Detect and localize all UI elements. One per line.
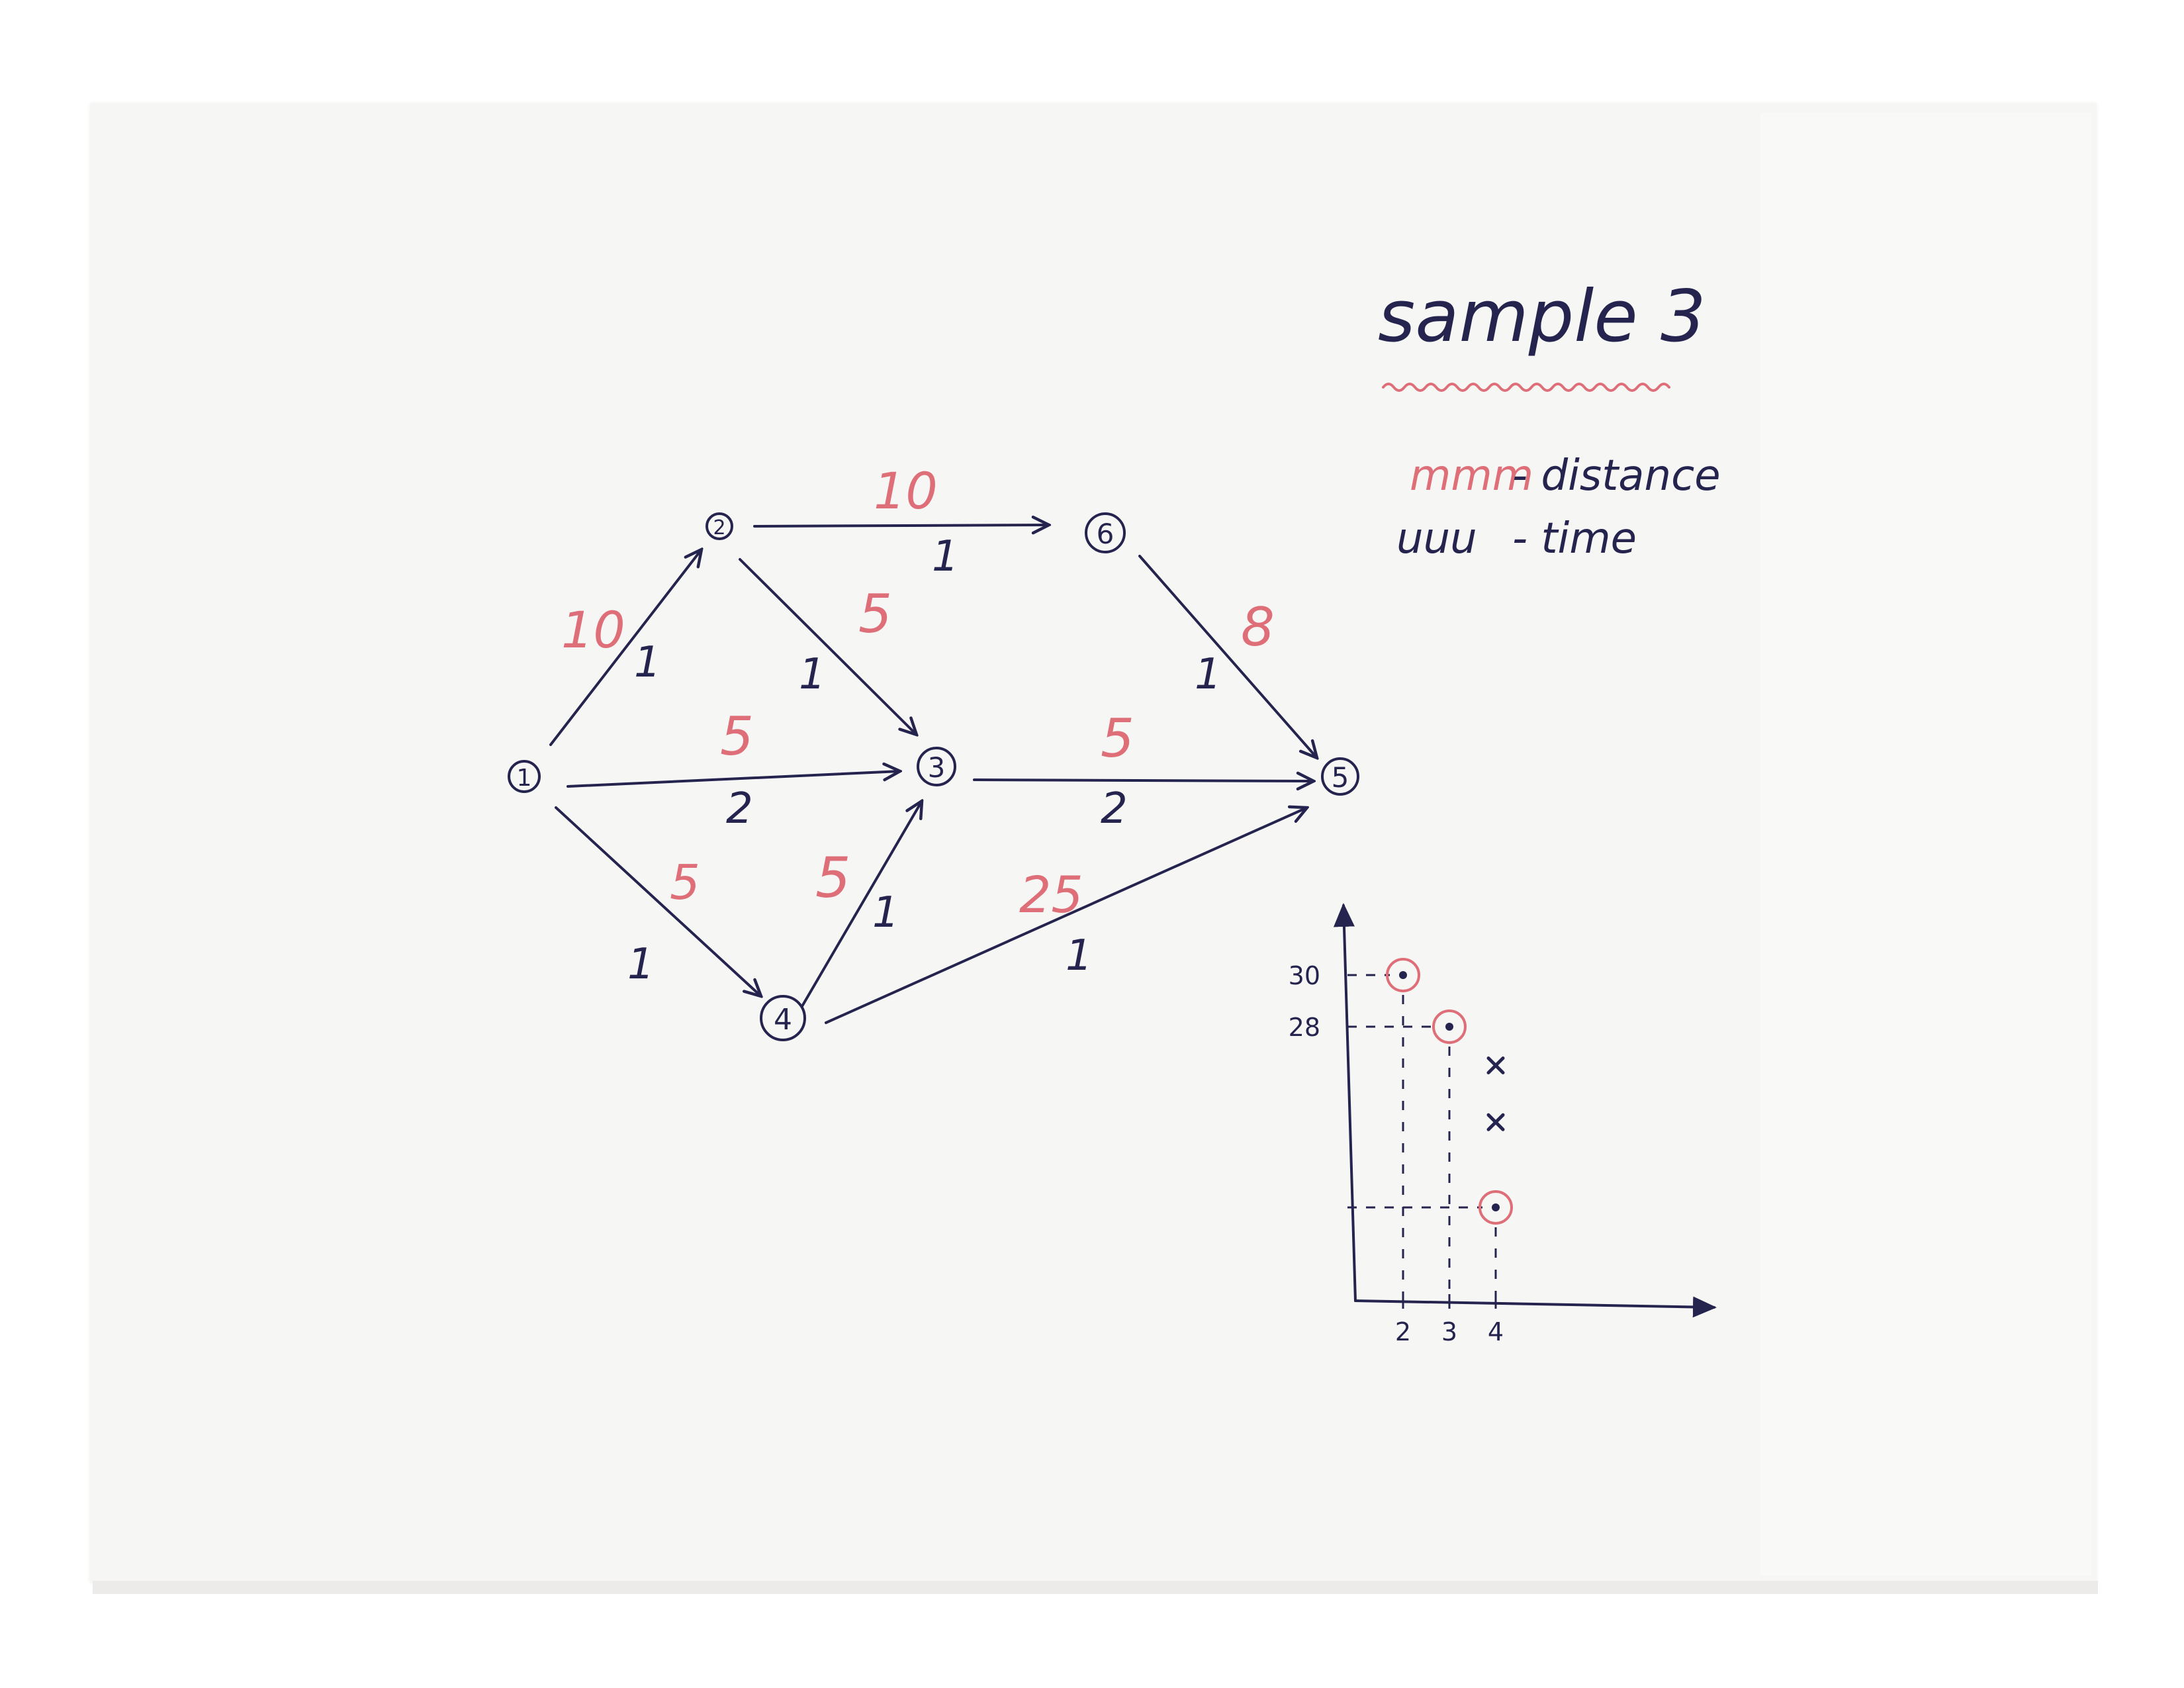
pareto-point <box>1399 971 1407 979</box>
node-6-label: 6 <box>1097 518 1115 550</box>
edge-3-5 <box>973 780 1314 781</box>
graph-nodes: 1 2 3 4 5 6 <box>508 512 1359 1041</box>
edge-2-6 <box>753 525 1049 526</box>
legend-time-label: - time <box>1512 514 1637 563</box>
node-4: 4 <box>760 995 806 1041</box>
edge-4-5-distance: 25 <box>1019 865 1083 924</box>
edge-1-3-distance: 5 <box>720 706 754 767</box>
edge-1-3-time: 2 <box>726 784 753 833</box>
legend-distance-swatch: mmm <box>1410 451 1533 500</box>
x-tick-label: 3 <box>1441 1317 1457 1346</box>
pareto-chart: 2 3 4 30 28 <box>1289 903 1717 1346</box>
title-underline <box>1382 383 1670 392</box>
y-tick-label: 28 <box>1289 1013 1320 1042</box>
edge-1-4 <box>555 806 761 996</box>
graph-edges <box>549 525 1317 1024</box>
y-tick-label: 30 <box>1289 961 1320 990</box>
node-3-label: 3 <box>928 751 946 784</box>
node-5-label: 5 <box>1332 761 1349 794</box>
chart-guides <box>1347 974 1497 1301</box>
edge-4-3-time: 1 <box>872 888 899 937</box>
paper-fold <box>1760 113 2091 1575</box>
x-axis <box>1354 1296 1717 1318</box>
edge-2-6-time: 1 <box>932 532 959 581</box>
edge-labels: 10 1 5 2 5 1 10 1 5 1 5 1 5 2 8 1 25 1 <box>561 461 1275 989</box>
edge-2-6-distance: 10 <box>874 461 938 520</box>
edge-3-5-time: 2 <box>1101 784 1128 833</box>
edge-1-4-distance: 5 <box>670 855 700 910</box>
edge-6-5-distance: 8 <box>1241 596 1275 658</box>
pareto-point-ring <box>1479 1190 1513 1225</box>
chart-marks <box>1386 958 1513 1225</box>
edge-2-3-distance: 5 <box>858 583 892 645</box>
edge-4-5 <box>825 808 1307 1024</box>
edge-1-2-distance: 10 <box>561 600 625 659</box>
pareto-point-ring <box>1432 1009 1467 1044</box>
chart-ticks: 2 3 4 30 28 <box>1289 961 1504 1346</box>
legend: mmm - distance uuu - time <box>1396 451 1721 563</box>
node-2-label: 2 <box>713 516 725 539</box>
edge-2-3-time: 1 <box>799 650 826 699</box>
x-tick-label: 2 <box>1395 1317 1411 1346</box>
title: sample 3 <box>1378 275 1706 358</box>
node-5: 5 <box>1321 757 1359 796</box>
node-1-label: 1 <box>517 765 532 792</box>
node-1: 1 <box>508 760 541 793</box>
node-3: 3 <box>917 747 956 786</box>
node-6: 6 <box>1085 512 1126 553</box>
dominated-point <box>1486 1056 1505 1074</box>
pareto-point <box>1492 1203 1500 1211</box>
node-2: 2 <box>705 512 733 540</box>
y-axis <box>1333 903 1357 1302</box>
edge-1-2-time: 1 <box>634 638 661 687</box>
edge-3-5-distance: 5 <box>1101 708 1134 769</box>
x-tick-label: 4 <box>1488 1317 1504 1346</box>
edge-6-5-time: 1 <box>1195 650 1222 699</box>
edge-1-4-time: 1 <box>627 940 655 989</box>
dominated-point <box>1486 1113 1505 1131</box>
edge-2-3 <box>739 558 917 735</box>
pareto-point <box>1445 1023 1453 1031</box>
edge-4-3 <box>801 801 922 1008</box>
pareto-point-ring <box>1386 958 1420 992</box>
edge-6-5 <box>1138 555 1317 758</box>
edge-4-3-distance: 5 <box>815 845 850 910</box>
node-4-label: 4 <box>774 1003 792 1037</box>
paper-edge <box>93 1581 2098 1594</box>
edge-1-2 <box>549 549 702 746</box>
legend-distance-label: - distance <box>1512 451 1721 500</box>
edge-4-5-time: 1 <box>1066 931 1093 980</box>
edge-1-3 <box>567 771 900 788</box>
legend-time-swatch: uuu <box>1396 514 1477 563</box>
